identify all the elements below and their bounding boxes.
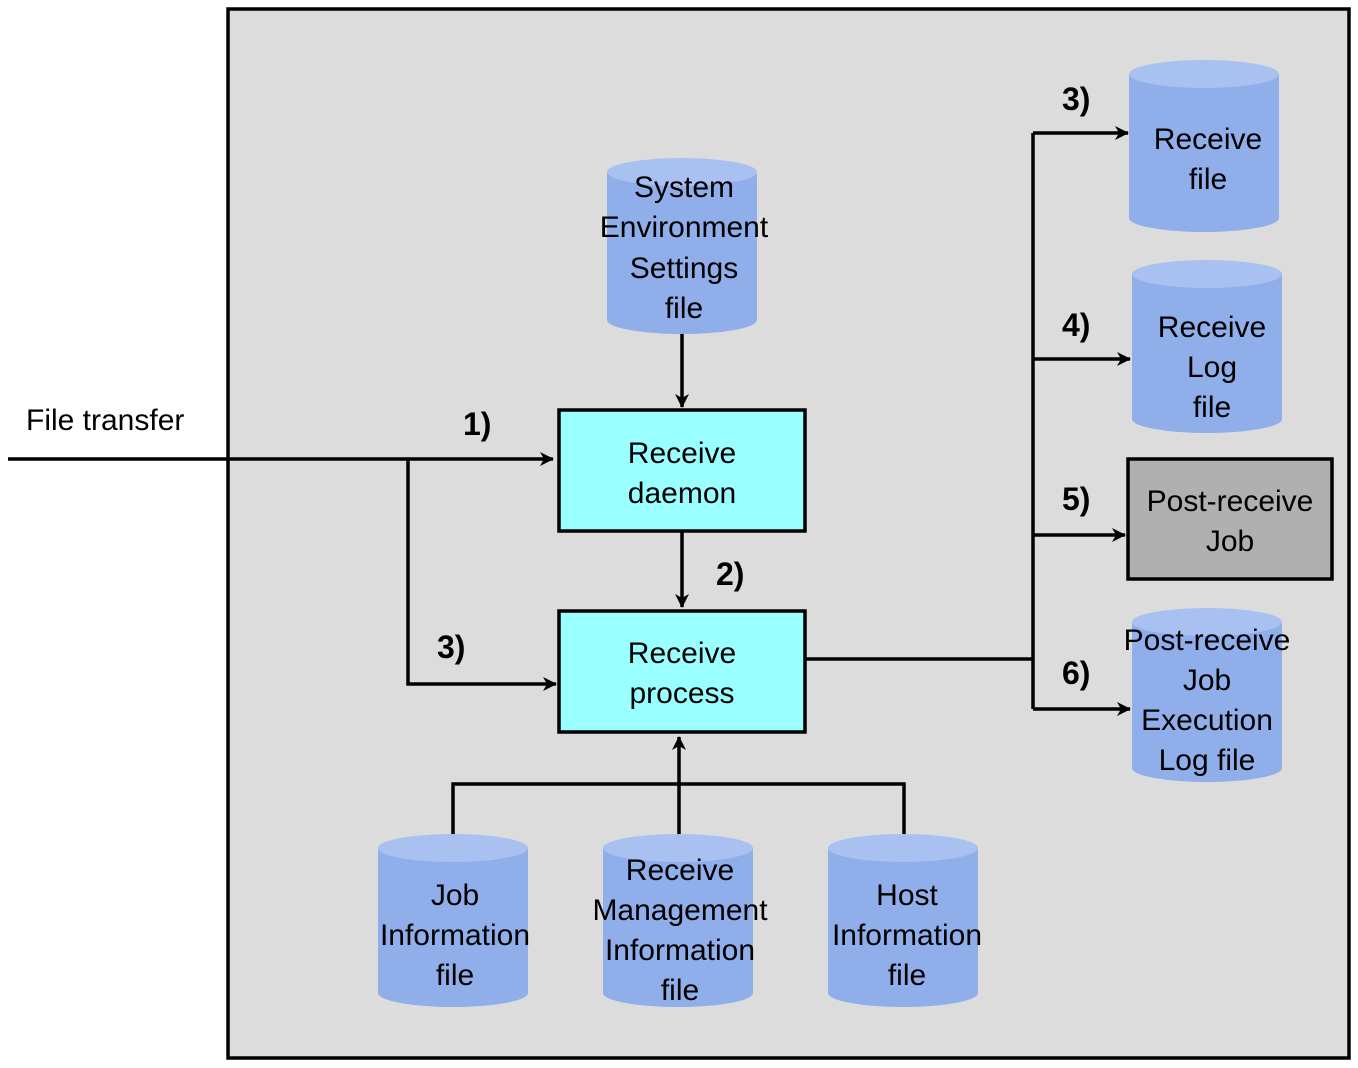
post-job-log-line-1: Post-receive — [1124, 624, 1291, 657]
host-info-line-1: Host — [876, 879, 938, 912]
arrow-to-process-from-transfer — [406, 459, 557, 691]
system-environment-settings-file: System Environment Settings file — [600, 158, 769, 334]
receive-log-line-1: Receive — [1158, 311, 1266, 344]
step-1-label: 1) — [463, 406, 491, 442]
job-info-line-3: file — [436, 959, 474, 992]
step-3-right-label: 3) — [1062, 81, 1090, 117]
post-job-log-line-4: Log file — [1159, 744, 1256, 777]
file-transfer-label: File transfer — [26, 404, 184, 437]
receive-log-file: Receive Log file — [1132, 260, 1282, 433]
post-receive-job-box: Post-receive Job — [1126, 457, 1334, 581]
receive-file-line-2: file — [1189, 163, 1227, 196]
receive-process-box: Receive process — [557, 609, 807, 734]
receive-log-line-3: file — [1193, 391, 1231, 424]
recv-mgmt-line-4: file — [661, 974, 699, 1007]
system-env-line-3: Settings — [630, 252, 738, 285]
receive-daemon-box: Receive daemon — [557, 408, 807, 533]
post-receive-job-execution-log-file: Post-receive Job Execution Log file — [1124, 608, 1291, 782]
step-3-left-label: 3) — [437, 629, 465, 665]
step-4-label: 4) — [1062, 307, 1090, 343]
host-info-line-2: Information — [832, 919, 982, 952]
receive-file: Receive file — [1129, 60, 1279, 232]
host-info-line-3: file — [888, 959, 926, 992]
step-5-label: 5) — [1062, 481, 1090, 517]
system-env-line-1: System — [634, 171, 734, 204]
system-env-line-4: file — [665, 292, 703, 325]
recv-mgmt-line-1: Receive — [626, 854, 734, 887]
post-job-log-line-3: Execution — [1141, 704, 1273, 737]
receive-daemon-line-1: Receive — [628, 437, 736, 470]
post-receive-job-line-1: Post-receive — [1147, 485, 1314, 518]
receive-process-line-2: process — [629, 677, 734, 710]
receive-process-line-1: Receive — [628, 637, 736, 670]
job-information-file: Job Information file — [378, 834, 530, 1007]
post-receive-job-line-2: Job — [1206, 525, 1254, 558]
recv-mgmt-line-2: Management — [592, 894, 768, 927]
receive-log-line-2: Log — [1187, 351, 1237, 384]
job-info-line-1: Job — [431, 879, 479, 912]
job-info-line-2: Information — [380, 919, 530, 952]
system-env-line-2: Environment — [600, 211, 769, 244]
recv-mgmt-line-3: Information — [605, 934, 755, 967]
receive-file-line-1: Receive — [1154, 123, 1262, 156]
host-information-file: Host Information file — [828, 834, 982, 1007]
step-2-label: 2) — [716, 556, 744, 592]
receive-management-information-file: Receive Management Information file — [592, 834, 768, 1007]
step-6-label: 6) — [1062, 655, 1090, 691]
post-job-log-line-2: Job — [1183, 664, 1231, 697]
receive-daemon-line-2: daemon — [628, 477, 736, 510]
